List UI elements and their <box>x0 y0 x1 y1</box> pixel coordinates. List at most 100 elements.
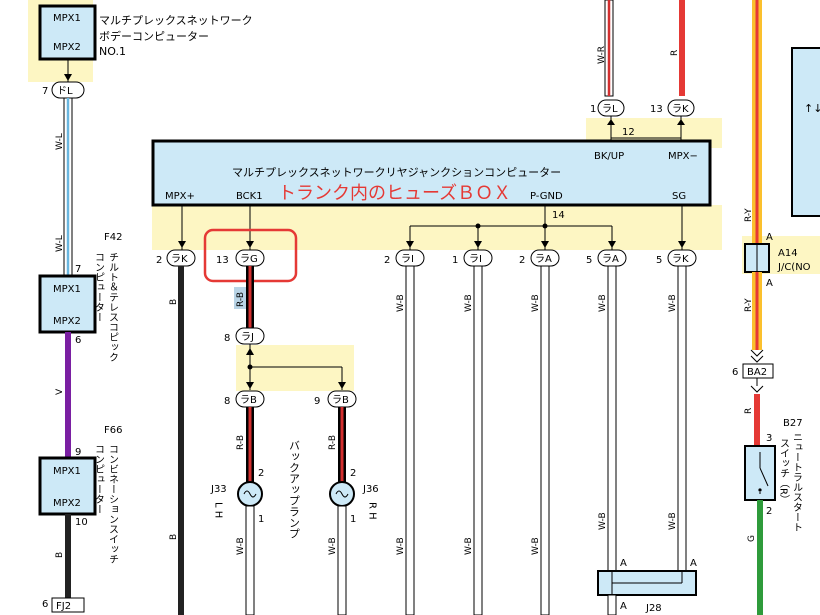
wire-v: V <box>55 332 71 458</box>
svg-text:MPX−: MPX− <box>668 151 698 162</box>
connector-rab-2: 9 ラB <box>314 390 357 408</box>
wire-b-mpx: B B <box>169 266 184 615</box>
svg-text:コンピューター: コンピューター <box>93 444 105 514</box>
svg-text:チルト＆テレスコピック: チルト＆テレスコピック <box>107 252 119 362</box>
svg-text:10: 10 <box>75 517 88 528</box>
wire-g: G <box>747 500 763 615</box>
svg-text:8: 8 <box>224 396 230 407</box>
svg-text:W-B: W-B <box>236 537 246 555</box>
svg-text:コンピューター: コンピューター <box>93 252 105 322</box>
connector-top-rak: 13 ラK <box>650 99 695 117</box>
svg-text:6: 6 <box>732 367 738 378</box>
svg-text:2: 2 <box>156 255 162 266</box>
svg-text:ラB: ラB <box>240 394 257 406</box>
f66-ecu: MPX1 MPX2 9 10 F66 コンビネーションスイッチ コンピューター <box>38 425 122 564</box>
wire-b-left: B <box>55 514 71 598</box>
svg-text:R: R <box>744 408 754 414</box>
junction-j28: A A A J28 <box>597 558 697 615</box>
wire-wb-lamps: W-B W-B <box>236 505 347 615</box>
connector-rab-1: 8 ラB <box>224 390 265 408</box>
svg-text:W-B: W-B <box>396 537 406 555</box>
svg-text:A: A <box>620 601 627 612</box>
svg-text:W-B: W-B <box>464 294 474 312</box>
svg-text:5: 5 <box>586 255 592 266</box>
svg-text:MPX1: MPX1 <box>53 466 81 477</box>
svg-text:MPX2: MPX2 <box>53 316 81 327</box>
connector-rai-1: 2 ラI <box>384 249 425 267</box>
svg-text:ニュートラルスタート: ニュートラルスタート <box>791 432 803 532</box>
svg-text:J33: J33 <box>210 484 227 495</box>
connector-rai-2: 1 ラI <box>452 249 493 267</box>
svg-text:P-GND: P-GND <box>530 191 563 202</box>
connector-fj2: 6 FJ2 <box>42 597 85 613</box>
rear-junction-computer: マルチプレックスネットワークリヤジャンクションコンピューター MPX+ BCK1… <box>151 139 712 207</box>
svg-text:5: 5 <box>656 255 662 266</box>
svg-text:R-B: R-B <box>328 435 338 450</box>
svg-text:2: 2 <box>384 255 390 266</box>
svg-text:W-B: W-B <box>531 537 541 555</box>
svg-text:FJ2: FJ2 <box>56 601 71 612</box>
svg-text:6: 6 <box>75 335 81 346</box>
svg-text:コンビネーションスイッチ: コンビネーションスイッチ <box>107 444 119 564</box>
right-partial-box <box>791 47 820 217</box>
svg-text:B: B <box>169 534 179 540</box>
wire-r-right: R <box>744 394 760 446</box>
svg-text:12: 12 <box>622 127 635 138</box>
svg-text:ラK: ラK <box>171 253 188 265</box>
svg-text:A: A <box>766 232 773 243</box>
f42-ecu: MPX1 MPX2 7 6 F42 チルト＆テレスコピック コンピューター <box>38 232 122 362</box>
fuse-box-annotation: トランク内のヒューズＢＯＸ <box>278 183 511 204</box>
svg-text:ラJ: ラJ <box>241 331 254 343</box>
connector-raa-1: 2 ラA <box>519 249 560 267</box>
connector-ba2: 6 BA2 <box>732 363 774 379</box>
svg-text:R-Y: R-Y <box>744 298 754 312</box>
svg-text:6: 6 <box>42 599 48 610</box>
svg-text:R H: R H <box>367 502 378 520</box>
svg-text:13: 13 <box>650 104 663 115</box>
svg-text:7: 7 <box>42 86 48 97</box>
svg-text:B: B <box>169 299 179 305</box>
svg-text:B27: B27 <box>783 418 803 429</box>
svg-text:W-B: W-B <box>598 294 608 312</box>
svg-text:BCK1: BCK1 <box>236 191 263 202</box>
svg-text:3: 3 <box>766 433 772 444</box>
svg-text:R-B: R-B <box>236 292 246 307</box>
svg-text:W-L: W-L <box>55 133 65 150</box>
svg-text:W-B: W-B <box>464 537 474 555</box>
right-box-mark: ↑↓ <box>804 102 820 115</box>
svg-text:2: 2 <box>519 255 525 266</box>
svg-text:A: A <box>620 558 627 569</box>
svg-text:マルチプレックスネットワークリヤジャンクションコンピューター: マルチプレックスネットワークリヤジャンクションコンピューター <box>232 166 561 179</box>
svg-text:ボデーコンピューター: ボデーコンピューター <box>99 29 209 43</box>
svg-text:V: V <box>55 388 65 395</box>
svg-text:ラA: ラA <box>535 253 552 265</box>
svg-text:ラL: ラL <box>602 103 618 115</box>
wire-ry-bottom: R-Y <box>744 272 762 350</box>
svg-text:7: 7 <box>75 264 81 275</box>
svg-text:9: 9 <box>314 396 320 407</box>
wire-wb-group: W-B W-B W-B W-B W-B W-B W-B W-B W-B W-B <box>396 265 687 615</box>
svg-text:G: G <box>747 535 757 542</box>
svg-text:MPX+: MPX+ <box>165 191 195 202</box>
svg-text:W-B: W-B <box>396 294 406 312</box>
wire-rb-1: R-B <box>234 266 254 328</box>
svg-text:R: R <box>670 50 680 56</box>
svg-text:BK/UP: BK/UP <box>594 151 624 162</box>
connector-raj: 8 ラJ <box>224 327 265 345</box>
svg-text:MPX2: MPX2 <box>53 42 81 53</box>
svg-text:ラI: ラI <box>401 253 414 265</box>
lamp-j36: 2 1 J36 R H <box>329 468 379 525</box>
svg-text:B: B <box>55 552 65 558</box>
svg-text:14: 14 <box>552 210 565 221</box>
svg-text:ラK: ラK <box>672 253 689 265</box>
svg-text:J/C(NO: J/C(NO <box>777 262 811 273</box>
svg-text:W-B: W-B <box>328 537 338 555</box>
svg-text:9: 9 <box>75 447 81 458</box>
wire-r-top: R <box>670 0 685 96</box>
svg-text:A: A <box>766 278 773 289</box>
wire-rb-2: R-B <box>236 407 254 482</box>
svg-text:ラA: ラA <box>602 253 619 265</box>
svg-text:A14: A14 <box>778 248 798 259</box>
